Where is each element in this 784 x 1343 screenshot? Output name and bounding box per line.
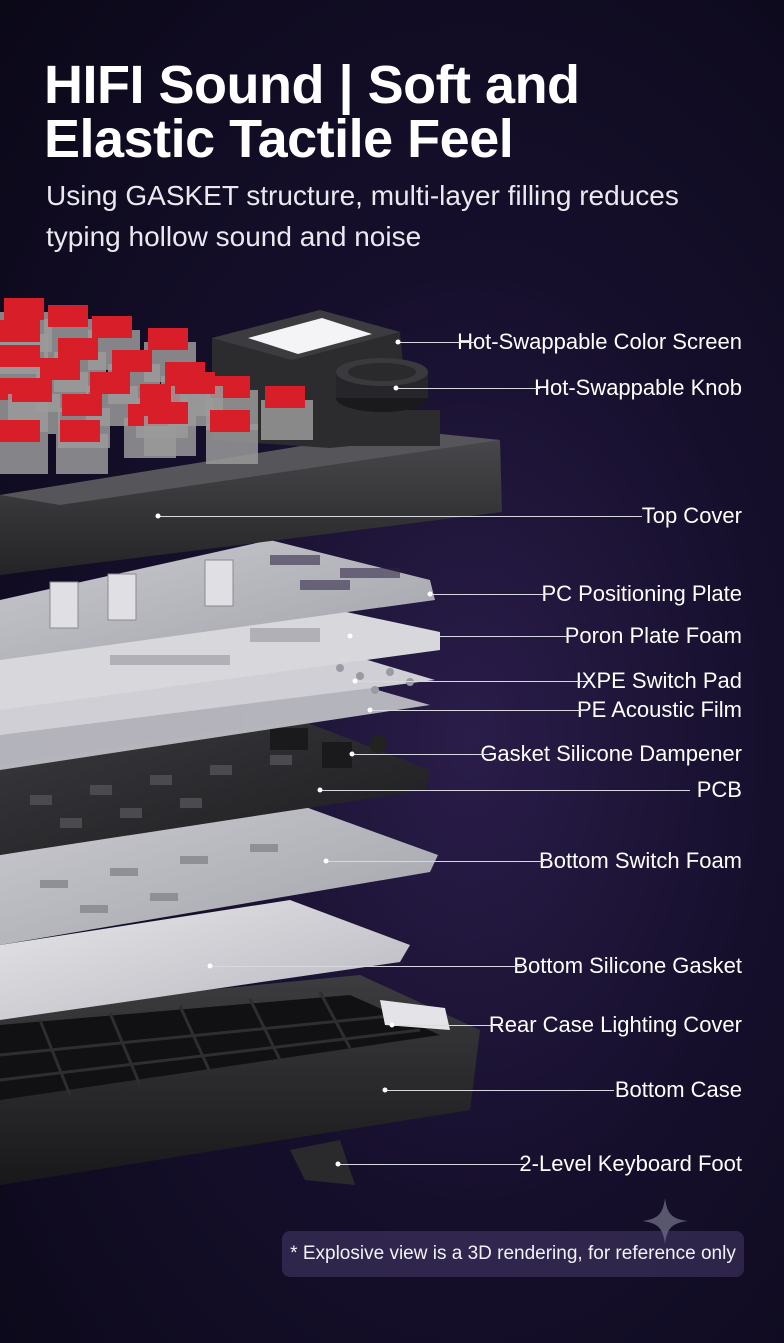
leader-dot bbox=[382, 1087, 388, 1093]
leader-line bbox=[338, 1164, 526, 1165]
headline: HIFI Sound | Soft and Elastic Tactile Fe… bbox=[44, 55, 580, 169]
keyboard-foot-shape bbox=[290, 1140, 355, 1185]
layer-silicone-gasket-shape bbox=[0, 900, 410, 1020]
leader-dot bbox=[395, 339, 401, 345]
layer-switch-foam-shape bbox=[0, 805, 438, 945]
disclaimer-note: * Explosive view is a 3D rendering, for … bbox=[282, 1231, 744, 1277]
leader-line bbox=[158, 516, 642, 517]
leader-line bbox=[370, 710, 588, 711]
layer-top-cover-shape bbox=[0, 430, 502, 575]
label-hot-swappable-color-screen: Hot-Swappable Color Screen bbox=[457, 329, 742, 354]
leader-dot bbox=[393, 385, 399, 391]
leader-dot bbox=[349, 751, 355, 757]
leader-dot bbox=[427, 591, 433, 597]
leader-line bbox=[355, 681, 588, 682]
leader-dot bbox=[389, 1022, 395, 1028]
label-poron-plate-foam: Poron Plate Foam bbox=[564, 623, 742, 648]
leader-dot bbox=[352, 678, 358, 684]
leader-dot bbox=[155, 513, 161, 519]
leader-dot bbox=[335, 1161, 341, 1167]
label-ixpe-switch-pad: IXPE Switch Pad bbox=[575, 668, 742, 693]
switch-18 bbox=[261, 386, 313, 440]
switch-19 bbox=[0, 420, 48, 474]
subheadline: Using GASKET structure, multi-layer fill… bbox=[46, 180, 679, 252]
label-pe-acoustic-film: PE Acoustic Film bbox=[576, 697, 742, 722]
label-2-level-keyboard-foot: 2-Level Keyboard Foot bbox=[519, 1151, 742, 1176]
label-top-cover: Top Cover bbox=[641, 503, 742, 528]
label-pc-positioning-plate: PC Positioning Plate bbox=[541, 581, 742, 606]
label-gasket-silicone-dampener: Gasket Silicone Dampener bbox=[480, 741, 742, 766]
leader-line bbox=[326, 861, 544, 862]
layer-bottom-case-shape bbox=[0, 975, 480, 1185]
leader-line bbox=[385, 1090, 614, 1091]
layer-pc-plate-shape bbox=[0, 540, 435, 660]
leader-line bbox=[320, 790, 690, 791]
leader-line bbox=[350, 636, 575, 637]
knob-shape bbox=[336, 358, 428, 412]
label-hot-swappable-knob: Hot-Swappable Knob bbox=[534, 375, 742, 400]
leader-dot bbox=[323, 858, 329, 864]
leader-dot bbox=[207, 963, 213, 969]
leader-line bbox=[352, 754, 494, 755]
leader-line bbox=[398, 342, 475, 343]
label-rear-case-lighting-cover: Rear Case Lighting Cover bbox=[488, 1012, 742, 1037]
switch-array bbox=[0, 298, 313, 474]
leader-line bbox=[396, 388, 540, 389]
switch-22 bbox=[206, 410, 258, 464]
sparkle-icon bbox=[642, 1198, 688, 1244]
leader-line bbox=[392, 1025, 503, 1026]
switch-20 bbox=[56, 420, 108, 474]
leader-line bbox=[430, 594, 550, 595]
switch-21 bbox=[144, 402, 196, 456]
label-bottom-case: Bottom Case bbox=[614, 1077, 742, 1102]
label-bottom-silicone-gasket: Bottom Silicone Gasket bbox=[513, 953, 742, 978]
label-bottom-switch-foam: Bottom Switch Foam bbox=[539, 848, 742, 873]
lighting-cover-shape bbox=[380, 1000, 450, 1030]
leader-dot bbox=[347, 633, 353, 639]
label-pcb: PCB bbox=[696, 777, 742, 802]
leader-dot bbox=[317, 787, 323, 793]
leader-line bbox=[210, 966, 522, 967]
leader-dot bbox=[367, 707, 373, 713]
